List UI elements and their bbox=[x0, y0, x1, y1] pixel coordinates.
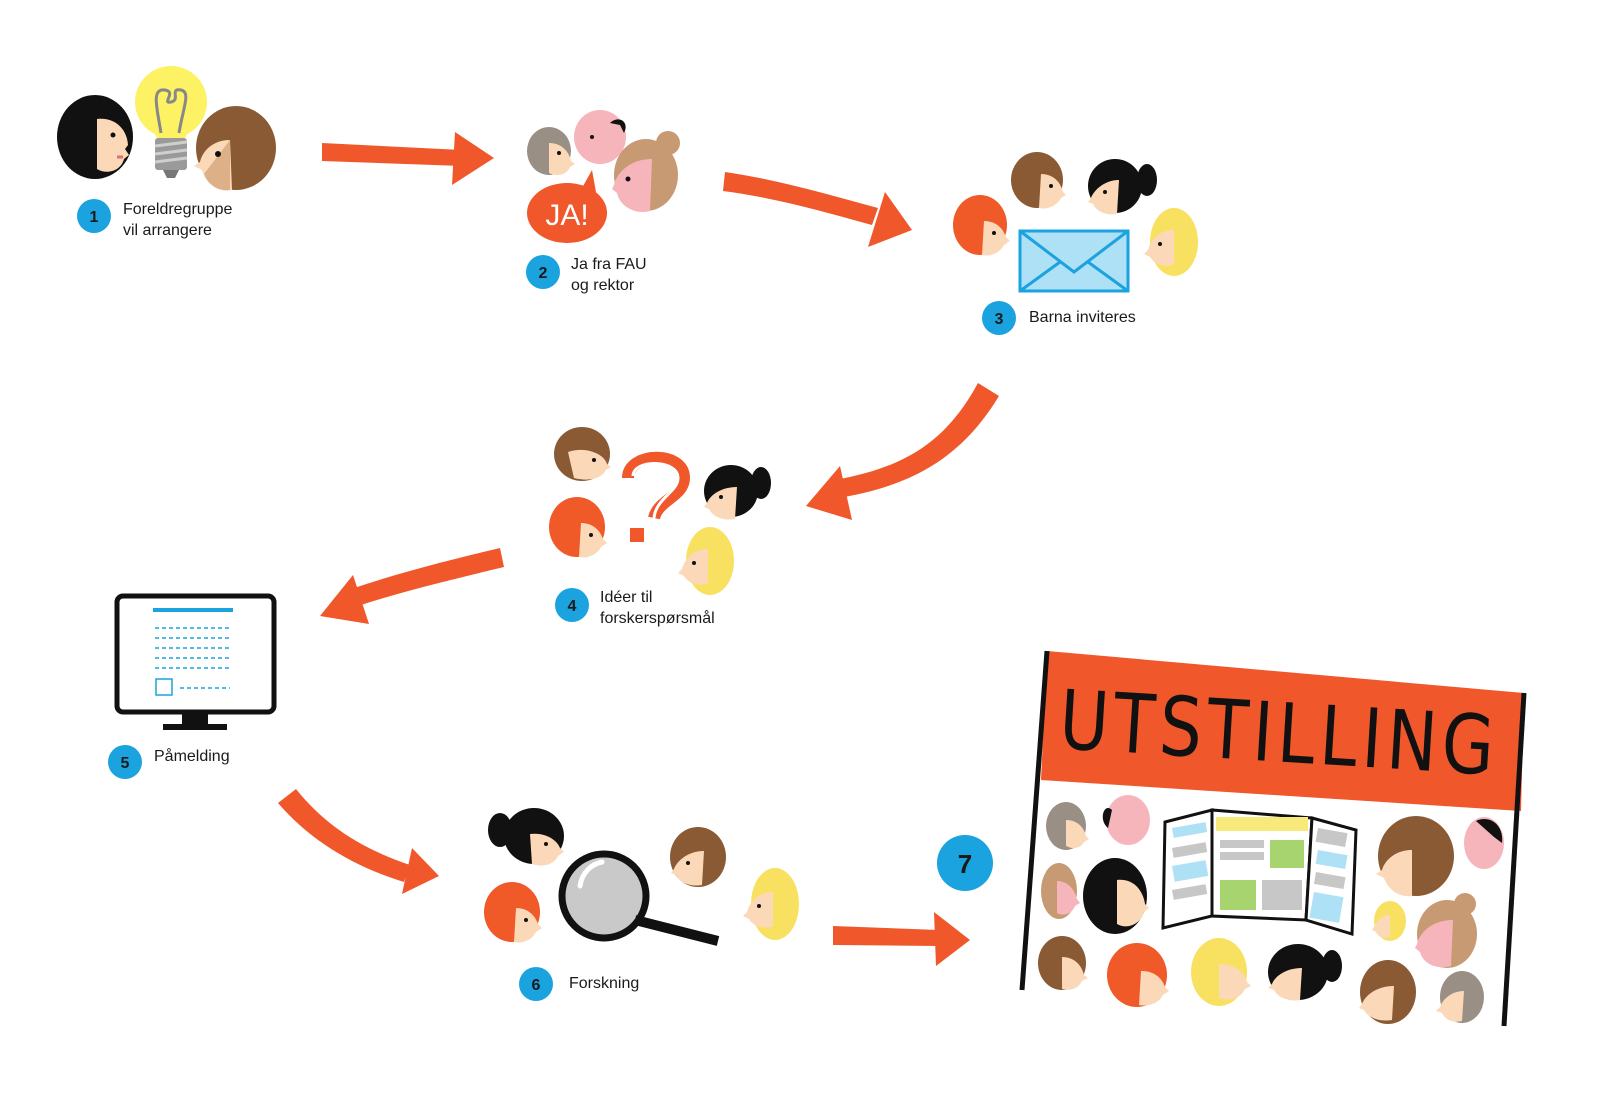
step-7-badge: 7 bbox=[937, 835, 993, 891]
step-4-illustration: 4 bbox=[549, 427, 771, 622]
poster-icon: UTSTILLING bbox=[1019, 650, 1527, 1027]
step-1-number: 1 bbox=[90, 209, 99, 226]
arrow-2-to-3 bbox=[723, 172, 912, 247]
arrow-6-to-7 bbox=[833, 912, 970, 966]
step-3-number: 3 bbox=[995, 311, 1004, 328]
step-5-badge: 5 bbox=[108, 745, 142, 779]
question-mark-icon bbox=[622, 451, 691, 542]
blond-girl-face-icon bbox=[1191, 938, 1251, 1006]
man-face-icon bbox=[1376, 816, 1454, 897]
ginger-boy-face-icon bbox=[484, 882, 542, 943]
brown-hair-boy-face-icon bbox=[1359, 960, 1416, 1024]
girl-ponytail-face-icon bbox=[1268, 944, 1342, 1001]
pink-bald-face-icon bbox=[1102, 795, 1150, 845]
step-6-number: 6 bbox=[532, 977, 541, 994]
arrow-1-to-2 bbox=[322, 132, 494, 185]
grey-hair-face-icon bbox=[1046, 802, 1089, 850]
grey-hair-face-icon bbox=[1436, 971, 1484, 1023]
step-3-badge: 3 bbox=[982, 301, 1016, 335]
ginger-boy-face-icon bbox=[549, 497, 607, 558]
step-1-badge: 1 bbox=[77, 199, 111, 233]
step-6-badge: 6 bbox=[519, 967, 553, 1001]
magnifier-icon bbox=[558, 850, 720, 946]
blond-girl-face-icon bbox=[1144, 208, 1198, 276]
step-7-number: 7 bbox=[958, 849, 972, 879]
step-3-label-line-1: Barna inviteres bbox=[1029, 309, 1136, 326]
girl-ponytail-face-icon bbox=[704, 465, 771, 520]
step-4-label-line-2: forskerspørsmål bbox=[600, 610, 715, 627]
step-5-label: Påmelding bbox=[154, 746, 230, 767]
brown-hair-boy-face-icon bbox=[554, 427, 611, 481]
step-6-label: Forskning bbox=[569, 973, 639, 994]
step-2-illustration: JA! 2 bbox=[526, 110, 680, 289]
man-face-icon bbox=[194, 106, 276, 191]
step-6-label-line-1: Forskning bbox=[569, 975, 640, 992]
girl-ponytail-face-icon bbox=[1088, 159, 1157, 215]
girl-ponytail-face-icon bbox=[488, 808, 564, 866]
arrow-5-to-6 bbox=[278, 789, 439, 894]
ginger-boy-face-icon bbox=[1107, 943, 1169, 1007]
poster-crowd bbox=[1038, 795, 1504, 1024]
arrow-3-to-4 bbox=[806, 383, 999, 520]
step-2-label-line-2: og rektor bbox=[571, 277, 635, 294]
brown-hair-face-icon bbox=[1038, 936, 1088, 990]
flow-arrows bbox=[278, 132, 999, 966]
woman-face-icon bbox=[57, 95, 133, 179]
step-5-number: 5 bbox=[121, 755, 130, 772]
arrow-4-to-5 bbox=[320, 548, 504, 624]
lightbulb-icon bbox=[135, 66, 207, 178]
pink-bald-face-icon bbox=[574, 110, 626, 164]
step-1-illustration: 1 bbox=[57, 66, 276, 233]
brown-hair-face-icon bbox=[1041, 863, 1080, 919]
step-3-illustration: 3 bbox=[953, 152, 1198, 335]
woman-bun-face-icon bbox=[612, 131, 680, 213]
step-1-label: Foreldregruppe vil arrangere bbox=[123, 199, 232, 241]
bubble-text: JA! bbox=[545, 199, 588, 232]
step-4-number: 4 bbox=[568, 598, 577, 615]
step-4-label-line-1: Idéer til bbox=[600, 589, 653, 606]
blond-girl-face-icon bbox=[743, 868, 799, 940]
step-6-illustration: 6 bbox=[484, 808, 799, 1001]
display-board-icon bbox=[1161, 808, 1358, 937]
step-2-label: Ja fra FAU og rektor bbox=[571, 254, 647, 296]
step-1-label-line-2: vil arrangere bbox=[123, 222, 212, 239]
brown-hair-boy-face-icon bbox=[670, 827, 726, 887]
brown-hair-face-icon bbox=[1011, 152, 1066, 209]
woman-face-icon bbox=[1083, 858, 1149, 934]
step-1-label-line-1: Foreldregruppe bbox=[123, 201, 233, 218]
step-2-number: 2 bbox=[539, 265, 548, 282]
blond-girl-face-icon bbox=[1372, 901, 1406, 941]
bald-man-face-icon bbox=[1464, 817, 1504, 869]
step-2-label-line-1: Ja fra FAU bbox=[571, 256, 647, 273]
ginger-boy-face-icon bbox=[953, 195, 1010, 256]
monitor-icon bbox=[114, 593, 277, 730]
step-4-badge: 4 bbox=[555, 588, 589, 622]
step-4-label: Idéer til forskerspørsmål bbox=[600, 587, 715, 629]
step-2-badge: 2 bbox=[526, 255, 560, 289]
envelope-icon bbox=[1018, 229, 1130, 293]
step-3-label: Barna inviteres bbox=[1029, 307, 1136, 328]
woman-bun-face-icon bbox=[1415, 893, 1477, 968]
step-5-label-line-1: Påmelding bbox=[154, 748, 230, 765]
speech-bubble-icon: JA! bbox=[527, 170, 607, 243]
grey-hair-face-icon bbox=[527, 127, 575, 175]
blond-girl-face-icon bbox=[678, 527, 734, 595]
